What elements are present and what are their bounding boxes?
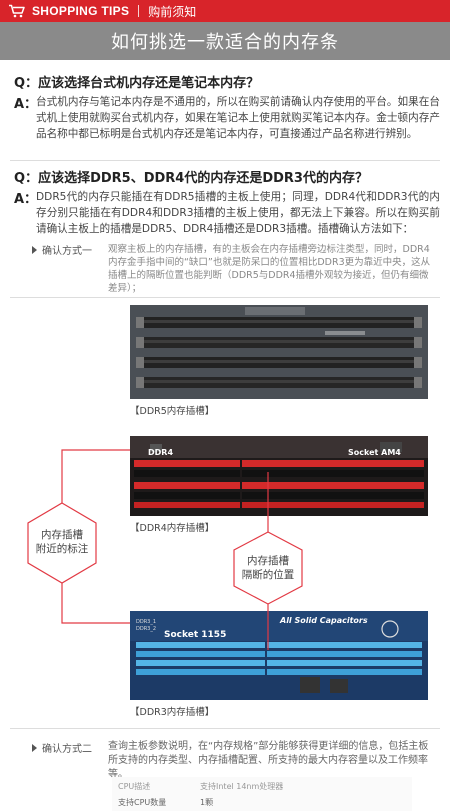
callout-left-line2: 附近的标注 bbox=[35, 543, 89, 555]
ddr3-slot1-label: DDR3_1 bbox=[136, 619, 156, 625]
question-2: Q：应该选择DDR5、DDR4代的内存还是DDR3代的内存？ bbox=[14, 167, 368, 186]
callout-slot-break-note: 内存插槽 隔断的位置 bbox=[236, 554, 300, 582]
ddr5-caption: 【DDR5内存插槽】 bbox=[130, 406, 215, 417]
method-label-text: 确认方式二 bbox=[42, 744, 92, 755]
spec-table bbox=[112, 777, 412, 811]
answer-2-text: DDR5代的内存只能插在有DDR5插槽的主板上使用；同理，DDR4代和DDR3代… bbox=[36, 191, 440, 235]
ddr4-label: DDR4 bbox=[148, 448, 173, 457]
ddr3-socket-label: Socket 1155 bbox=[164, 630, 226, 640]
ddr4-slot-photo: DDR4 Socket AM4 bbox=[130, 436, 428, 516]
ddr3-slot-photo: DDR3_1 DDR3_2 Socket 1155 All Solid Capa… bbox=[130, 611, 428, 700]
spec-value: 1颗 bbox=[200, 798, 214, 807]
q-label: Q： bbox=[14, 171, 39, 186]
spec-key: CPU描述 bbox=[118, 782, 151, 791]
question-text: 应该选择台式机内存还是笔记本内存？ bbox=[38, 76, 260, 91]
top-bar: SHOPPING TIPS 购前须知 bbox=[0, 0, 450, 22]
method-1-label: 确认方式一 bbox=[32, 242, 92, 257]
shopping-tips-cn: 购前须知 bbox=[148, 4, 197, 19]
answer-label: A： bbox=[14, 192, 38, 207]
callout-right-line1: 内存插槽 bbox=[247, 555, 289, 567]
callout-slot-label-note: 内存插槽 附近的标注 bbox=[30, 528, 94, 556]
question-text: 应该选择DDR5、DDR4代的内存还是DDR3代的内存？ bbox=[38, 171, 368, 186]
ddr4-caption: 【DDR4内存插槽】 bbox=[130, 523, 215, 534]
callout-right-line2: 隔断的位置 bbox=[241, 569, 295, 581]
answer-label: A： bbox=[14, 97, 38, 112]
page-title: 如何挑选一款适合的内存条 bbox=[0, 22, 450, 60]
divider bbox=[10, 160, 440, 161]
header-divider bbox=[138, 5, 140, 17]
ddr3-slot2-label: DDR3_2 bbox=[136, 626, 156, 632]
ddr3-caption: 【DDR3内存插槽】 bbox=[130, 707, 215, 718]
ddr5-slot-photo bbox=[130, 305, 428, 399]
divider bbox=[10, 297, 440, 298]
divider bbox=[10, 728, 440, 729]
method-1-text: 观察主板上的内存插槽，有的主板会在内存插槽旁边标注类型，同时，DDR4内存金手指… bbox=[108, 244, 431, 294]
shopping-tips-label: SHOPPING TIPS bbox=[32, 4, 130, 18]
callout-left-line1: 内存插槽 bbox=[41, 529, 83, 541]
spec-key: 支持CPU数量 bbox=[118, 798, 167, 807]
capacitors-label: All Solid Capacitors bbox=[279, 616, 368, 625]
method-2-text: 查询主板参数说明，在“内存规格”部分能够获得更详细的信息，包括主板所支持的内存类… bbox=[108, 741, 429, 780]
method-label-text: 确认方式一 bbox=[42, 246, 92, 257]
triangle-bullet-icon bbox=[32, 743, 37, 752]
triangle-bullet-icon bbox=[32, 245, 37, 254]
question-1: Q：应该选择台式机内存还是笔记本内存？ bbox=[14, 72, 259, 91]
answer-1-text: 台式机内存与笔记本内存是不通用的，所以在购买前请确认内存使用的平台。如果在台式机… bbox=[36, 96, 440, 140]
q-label: Q： bbox=[14, 76, 39, 91]
spec-value: 支持Intel 14nm处理器 bbox=[200, 782, 284, 791]
method-2-label: 确认方式二 bbox=[32, 740, 92, 755]
ddr4-socket-label: Socket AM4 bbox=[348, 448, 401, 457]
shopping-cart-icon bbox=[9, 4, 25, 18]
